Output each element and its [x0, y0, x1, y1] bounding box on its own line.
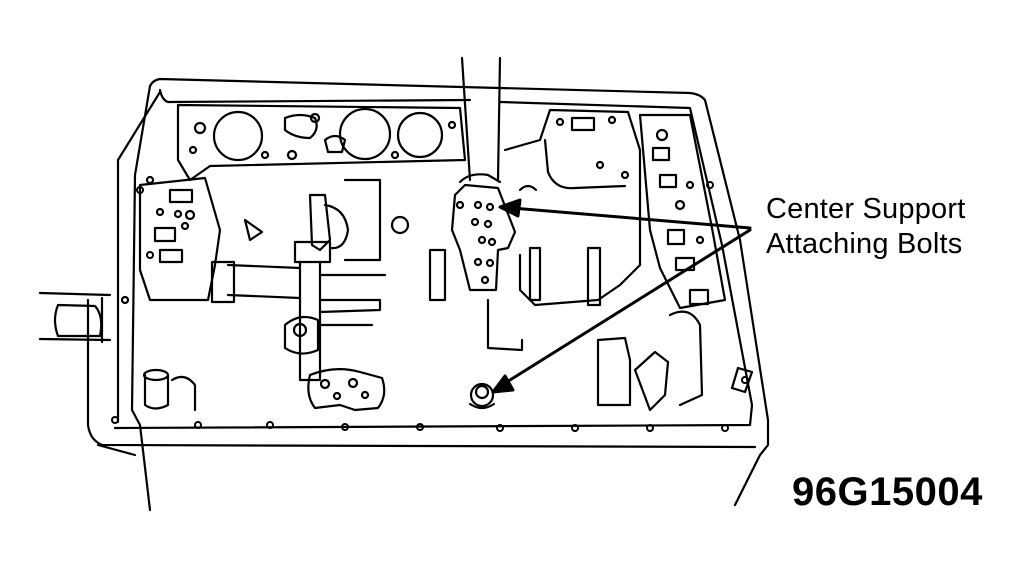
lower-bracket — [308, 369, 384, 410]
case-rim — [115, 90, 752, 428]
callout-line-2: Attaching Bolts — [766, 228, 963, 260]
right-valve-body — [430, 110, 640, 305]
lower-right-components — [598, 312, 752, 410]
figure-id: 96G15004 — [792, 470, 983, 514]
callout-arrows — [493, 200, 750, 392]
arrow-upper-bolts — [512, 208, 750, 228]
arrowhead-lower — [493, 376, 513, 392]
input-shaft — [40, 293, 110, 342]
gasket-plate-top — [178, 105, 465, 180]
callout-line-1: Center Support — [766, 193, 966, 225]
manual-valve-linkage — [212, 180, 408, 380]
callout-label: Center Support Attaching Bolts — [766, 192, 1016, 262]
right-gasket — [640, 115, 725, 308]
arrow-lower-bolt — [502, 230, 750, 385]
left-accumulator — [144, 370, 195, 410]
left-valve-block — [122, 177, 220, 303]
case-outline — [88, 79, 768, 510]
arrowhead-upper — [500, 200, 520, 216]
wrench-extension — [460, 58, 500, 182]
servo-cover — [285, 317, 318, 354]
perimeter-bolt-holes — [112, 182, 748, 431]
center-support-column — [452, 185, 522, 350]
lower-center-bolt — [470, 384, 494, 408]
